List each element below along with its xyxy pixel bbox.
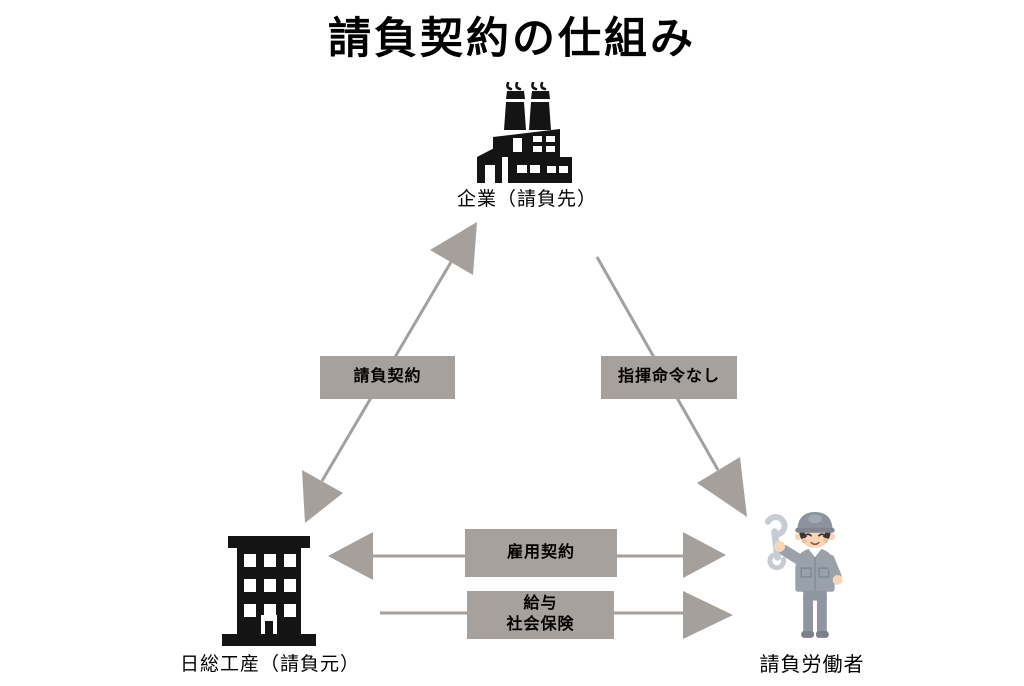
building-door [265,621,273,636]
worker-hand [774,541,785,552]
worker-node-label: 請負労働者 [759,654,865,676]
chimney [529,102,551,130]
chimney [504,102,526,130]
smoke-curl [506,82,513,91]
factory-icon [477,82,572,183]
factory-annex [477,144,502,183]
kyuyo-arrowhead-right [683,591,733,639]
building-roof [228,536,310,548]
worker-cap-brim [795,527,835,533]
edge-label-shiki-meirei-nashi: 指揮命令なし [601,356,737,399]
worker-pocket [800,567,812,578]
factory-upper-block [493,129,560,157]
worker-head [794,512,836,549]
ukeoi-arrowhead-up [430,222,477,275]
chimney-cap [506,91,525,99]
edge-label-ukeoi-keiyaku: 請負契約 [320,356,455,399]
shiki-arrowhead [697,457,747,517]
worker-eye [818,533,826,537]
edge-label-text: 雇用契約 [506,543,575,561]
worker-illustration [764,512,843,638]
factory-door [485,165,495,183]
koyo-arrowhead-left [328,532,373,580]
smoke-curl [515,82,522,91]
chimney-cap [531,91,550,99]
worker-shoe [801,631,814,638]
worker-fist [832,574,843,585]
worker-body [795,547,843,592]
edge-label-text-line1: 給与 [523,595,558,613]
edge-label-text: 指揮命令なし [617,368,720,386]
office-building-icon [222,536,316,646]
edge-label-text-line2: 社会保険 [506,616,575,633]
smoke-curl [531,82,538,91]
edge-label-koyo-keiyaku: 雇用契約 [465,529,617,577]
worker-shoe [815,631,829,638]
koyo-arrowhead-right [683,532,726,578]
worker-cap-badge [808,514,822,524]
ukeoi-arrowhead-down [302,470,343,523]
edge-label-kyuyo-shakaihoken: 給与 社会保険 [467,591,614,639]
worker-legs [801,590,829,638]
worker-lowered-arm [824,554,842,581]
edge-label-text: 請負契約 [353,368,422,386]
smoke-curl [540,82,547,91]
worker-collar [808,547,822,558]
building-base [222,634,316,646]
page-title: 請負契約の仕組み [328,15,696,63]
worker-pocket [818,567,830,578]
worker-eye [804,533,812,537]
company-node-label: 企業（請負先） [456,189,597,210]
contractor-node-label: 日総工産（請負元） [179,654,360,675]
worker-mouth [810,541,820,545]
